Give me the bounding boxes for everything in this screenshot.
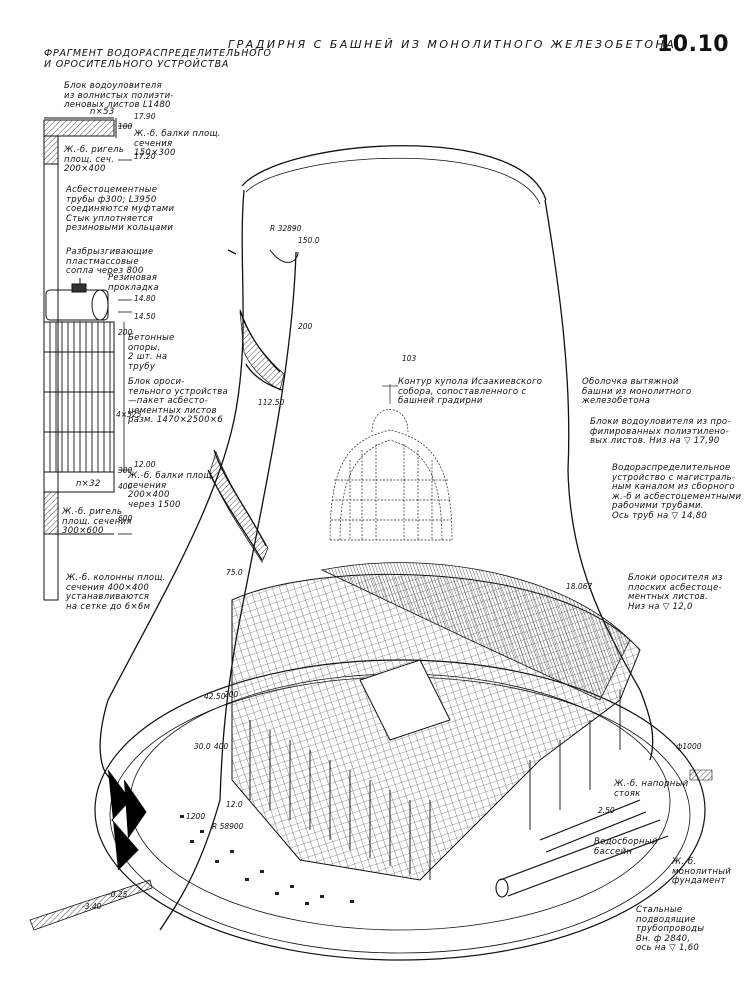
dim-r32890: R 32890	[270, 224, 302, 233]
label-drift-block: Блок водоуловителя из волнистых полиэти-…	[64, 81, 174, 110]
label-drift-blocks: Блоки водоуловителя из про- филированных…	[590, 417, 731, 446]
columns	[249, 690, 621, 880]
label-shell: Оболочка вытяжной башни из монолитного ж…	[582, 377, 692, 406]
label-columns: Ж.-б. колонны площ. сечения 400×400 уста…	[66, 573, 166, 612]
dim-minus-0-25: -0.25	[108, 890, 128, 899]
fill-block	[43, 321, 115, 473]
dim-150: 150.0	[298, 236, 320, 245]
dome-outline	[329, 384, 453, 541]
label-n32: n×32	[76, 479, 101, 489]
perimeter-struts	[107, 769, 147, 871]
dim-103: 103	[402, 354, 417, 363]
drift-eliminator-deck	[320, 562, 631, 701]
dim-14-50: 14.50	[134, 312, 156, 321]
supply-pipelines	[495, 799, 669, 898]
dim-600: 600	[118, 514, 133, 523]
label-beam-200: Ж.-б. балки площ. сечения 200×400 через …	[128, 471, 215, 510]
column-section	[43, 533, 59, 601]
dim-112-50: 112.50	[258, 398, 285, 407]
dim-18-067: 18.067	[566, 582, 593, 591]
dim-minus-3-40: -3.40	[82, 902, 102, 911]
label-girder-200: Ж.-б. ригель площ. сеч. 200×400	[64, 145, 125, 174]
fragment-heading: ФРАГМЕНТ ВОДОРАСПРЕДЕЛИТЕЛЬНОГО И ОРОСИТ…	[44, 48, 272, 70]
drift-eliminator-block	[43, 119, 115, 137]
label-dome: Контур купола Исаакиевского собора, сопо…	[398, 377, 543, 406]
label-nozzles: Разбрызгивающие пластмассовые сопла чере…	[66, 247, 154, 276]
label-pipelines: Стальные подводящие трубопроводы Вн. ф 2…	[636, 905, 705, 953]
fragment-section	[43, 117, 132, 601]
label-fill-block: Блок ороси- тельного устройства —пакет а…	[128, 377, 229, 425]
label-foundation: Ж.-б. монолитный фундамент	[672, 857, 732, 886]
dim-r58900: R 58900	[212, 822, 244, 831]
dim-300-a: 300	[118, 466, 133, 475]
label-gasket: Резиновая прокладка	[108, 273, 159, 293]
dim-200-c: 200	[224, 690, 239, 699]
label-basin: Водосборный бассейн	[594, 837, 658, 857]
label-fill-blocks: Блоки оросителя из плоских асбестоце- ме…	[628, 573, 723, 612]
label-pipes: Асбестоцементные трубы ф300; L3950 соеди…	[66, 185, 175, 233]
distribution-pipe	[45, 289, 109, 321]
label-beam-150: Ж.-б. балки площ. сечения 150×300	[134, 129, 221, 158]
dim-200: 200	[118, 328, 133, 337]
dim-14-80: 14.80	[134, 294, 156, 303]
basin-floor	[180, 815, 354, 905]
label-riser: Ж.-б. напорный стояк	[614, 779, 689, 799]
dim-400-b: 400	[214, 742, 229, 751]
dim-12-00: 12.00	[134, 460, 156, 469]
dim-2-50: 2.50	[598, 806, 615, 815]
drawing-title: ГРАДИРНЯ С БАШНЕЙ ИЗ МОНОЛИТНОГО ЖЕЛЕЗОБ…	[228, 38, 677, 51]
dim-42-50: 42.50	[204, 692, 226, 701]
dim-4x525: 4×525	[116, 410, 142, 419]
dim-12: 12.0	[226, 800, 243, 809]
dim-17-90: 17.90	[134, 112, 156, 121]
dim-1200: 1200	[186, 812, 206, 821]
label-n53: n×53	[90, 107, 115, 117]
dim-100: 100	[118, 122, 133, 131]
central-opening	[359, 659, 451, 741]
dim-f1000: ф1000	[676, 742, 702, 751]
dim-75: 75.0	[226, 568, 243, 577]
label-supports: Бетонные опоры, 2 шт. на трубу	[128, 333, 175, 372]
girder-section	[43, 491, 59, 535]
page-number: 10.10	[657, 32, 730, 57]
label-distribution: Водораспределительное устройство с магис…	[612, 463, 742, 521]
label-girder-300: Ж.-б. ригель площ. сечения 300×600	[62, 507, 132, 536]
dim-400: 400	[118, 482, 133, 491]
dim-200-b: 200	[298, 322, 313, 331]
dim-30: 30.0	[194, 742, 211, 751]
dim-17-20: 17.20	[134, 152, 156, 161]
